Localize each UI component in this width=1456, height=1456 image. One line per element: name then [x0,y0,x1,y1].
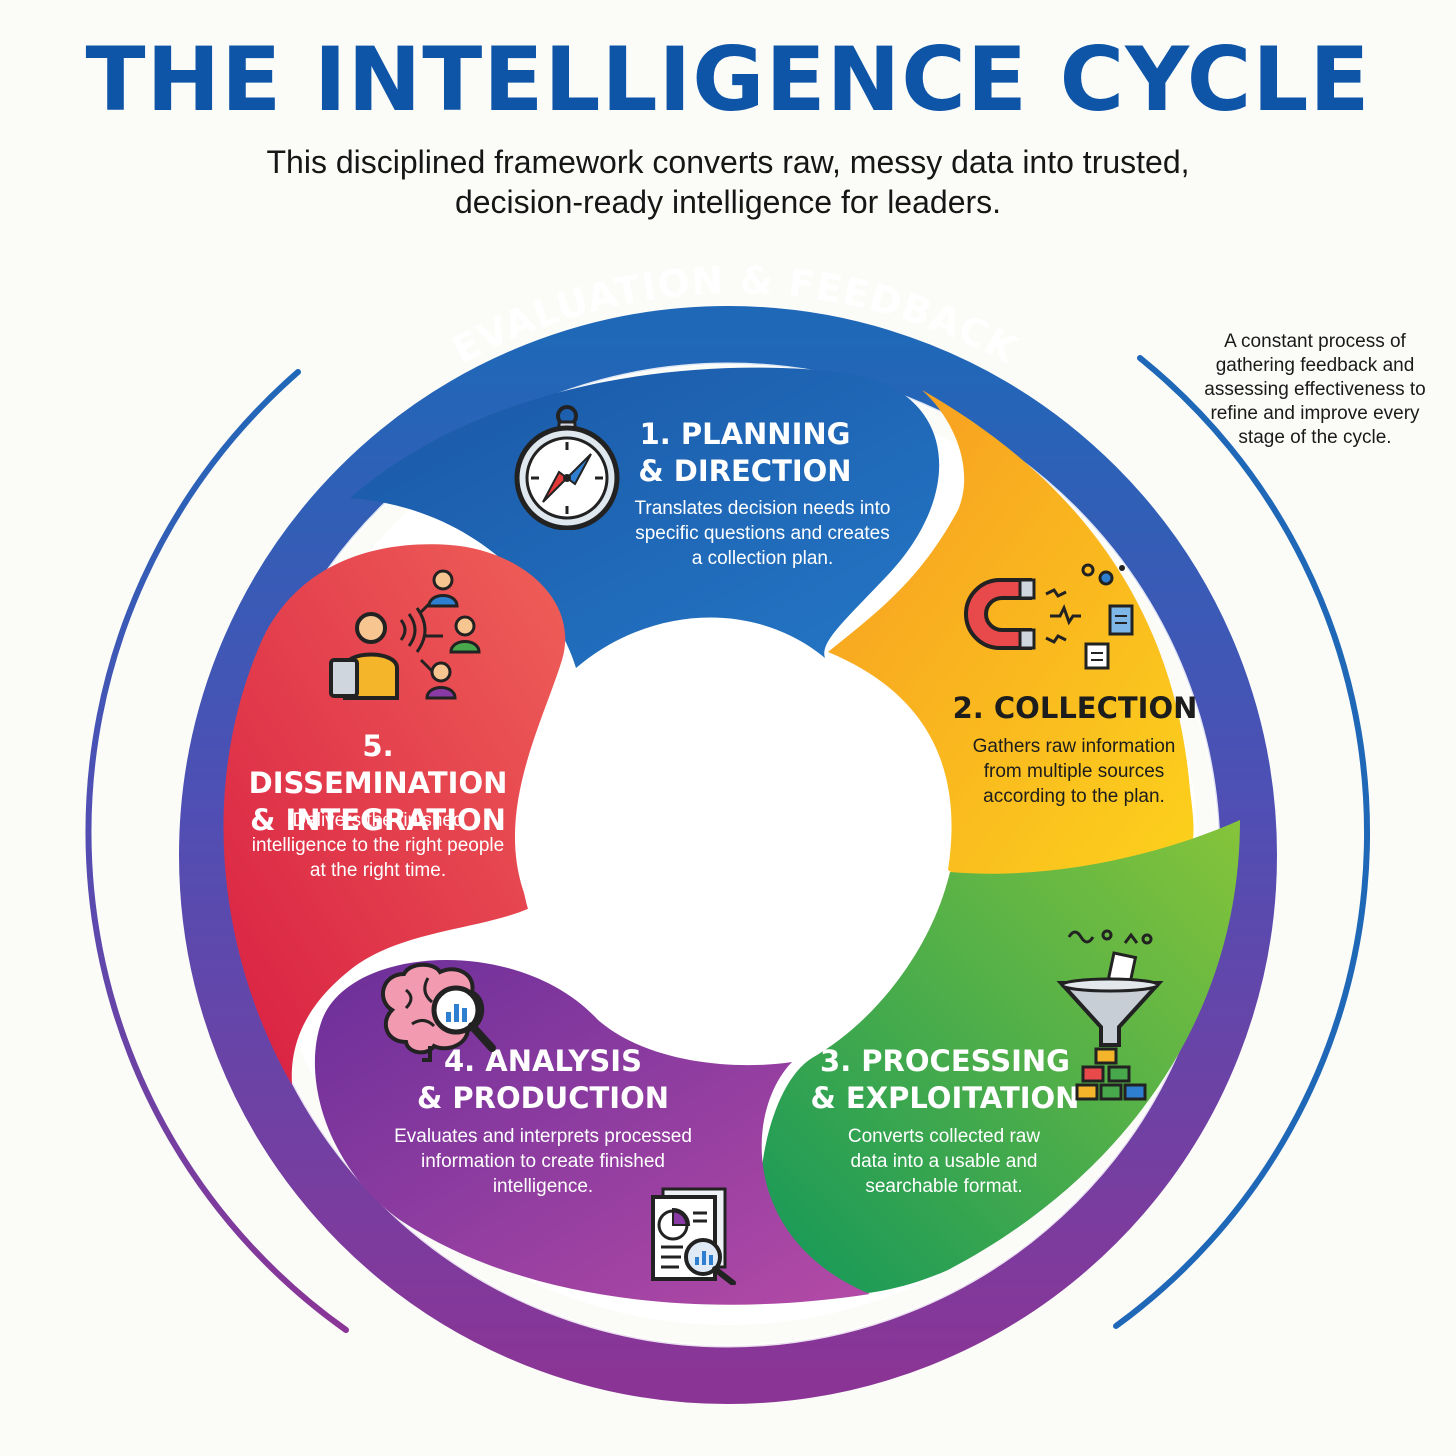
stage-2-description: Gathers raw information from multiple so… [972,736,1176,807]
feedback-note: A constant process of gathering feedback… [1204,331,1426,448]
page-title: THE INTELLIGENCE CYCLE [85,28,1371,131]
brain-analysis-icon [381,962,496,1062]
stage-1-description: Translates decision needs into specific … [634,498,891,569]
right-accent-arc [1113,355,1371,1329]
magnet-icon [964,563,1134,670]
stage-5-title: 5. DISSEMINATION & INTEGRATION [248,729,508,837]
stage-3-shape[interactable] [760,820,1240,1295]
report-document-icon [651,1187,736,1285]
stage-4-title: 4. ANALYSIS & PRODUCTION [416,1044,670,1115]
stage-2-title: 2. COLLECTION [952,691,1198,725]
funnel-icon [1056,929,1164,1101]
left-accent-arc [85,369,349,1333]
stage-4-description: Evaluates and interprets processed infor… [394,1126,692,1197]
stage-5-description: Delivers the finished intelligence to th… [251,810,505,881]
feedback-ring [179,306,1277,1404]
compass-icon [514,405,620,530]
stage-1-title: 1. PLANNING & DIRECTION [638,417,852,488]
people-network-icon [329,569,481,700]
page-subtitle: This disciplined framework converts raw,… [266,144,1190,220]
stage-1-shape[interactable] [350,367,940,668]
stage-3-description: Converts collected raw data into a usabl… [847,1126,1041,1197]
stage-3-title: 3. PROCESSING & EXPLOITATION [810,1044,1080,1115]
stage-5-shape[interactable] [223,544,566,1085]
